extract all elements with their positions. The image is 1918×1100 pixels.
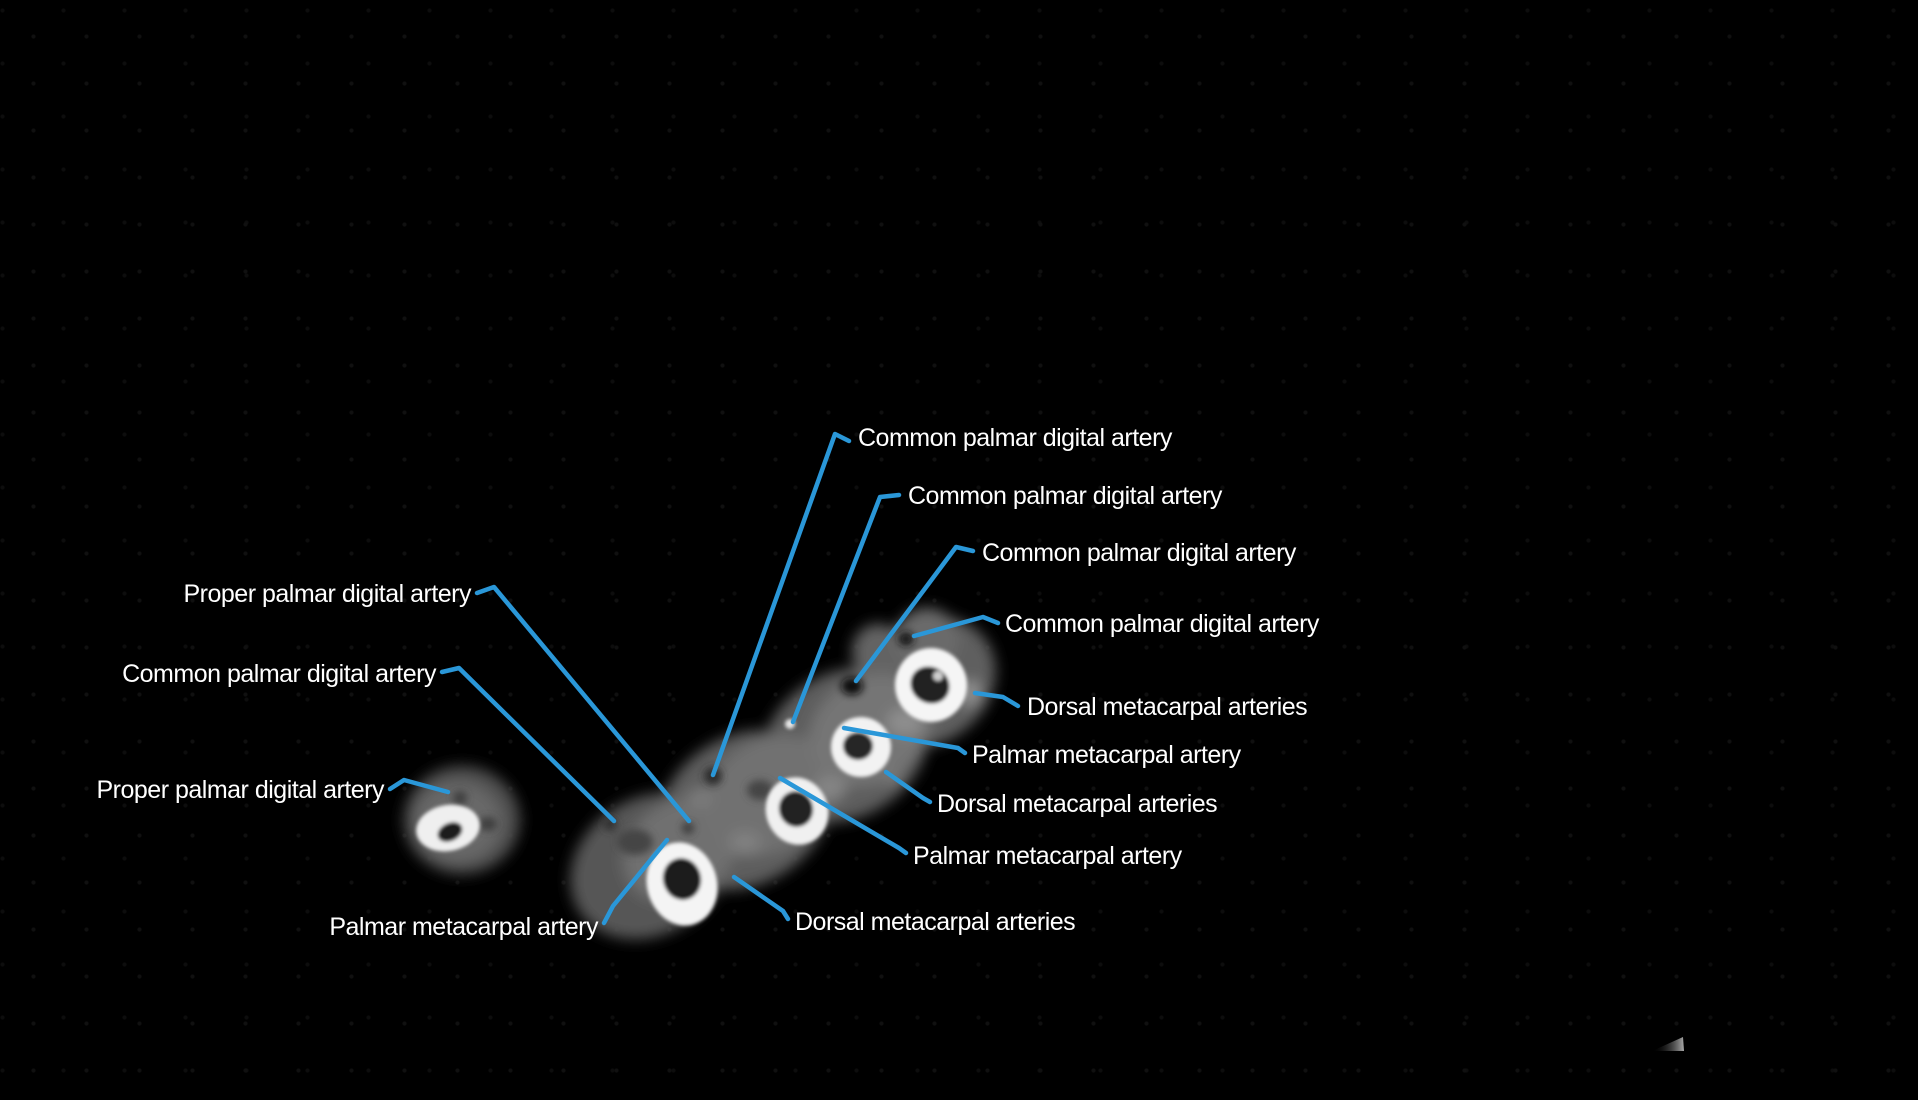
anatomy-label: Dorsal metacarpal arteries <box>937 790 1218 818</box>
leader-line <box>439 665 617 824</box>
anatomy-label: Proper palmar digital artery <box>183 580 471 608</box>
metacarpal-ring-2 <box>765 777 829 845</box>
leader-line <box>841 725 968 756</box>
leader-line <box>790 492 902 725</box>
anatomy-label: Common palmar digital artery <box>982 539 1296 567</box>
thumb-metacarpal-ring <box>416 804 480 852</box>
anatomy-label: Common palmar digital artery <box>858 424 1172 452</box>
metacarpal-bones <box>416 648 967 926</box>
vessel-spots <box>453 632 914 855</box>
metacarpal-ring-4 <box>895 648 967 722</box>
anatomy-label: Dorsal metacarpal arteries <box>795 908 1076 936</box>
leader-line <box>710 431 852 778</box>
leader-line <box>474 584 692 824</box>
anatomy-label: Palmar metacarpal artery <box>913 842 1182 870</box>
metacarpal-ring-1 <box>646 842 718 926</box>
anatomy-label: Common palmar digital artery <box>122 660 436 688</box>
anatomy-label: Proper palmar digital artery <box>96 776 384 804</box>
leader-line <box>972 690 1021 709</box>
anatomy-label: Common palmar digital artery <box>1005 610 1319 638</box>
anatomy-label: Common palmar digital artery <box>908 482 1222 510</box>
leader-line <box>777 775 909 856</box>
leader-line <box>883 769 933 805</box>
leader-line <box>601 837 670 926</box>
anatomy-label: Palmar metacarpal artery <box>329 913 598 941</box>
corner-artifact <box>1652 1037 1684 1051</box>
leader-line <box>853 544 976 684</box>
leader-line <box>911 614 1001 639</box>
leader-line <box>731 874 791 922</box>
anatomy-label: Palmar metacarpal artery <box>972 741 1241 769</box>
leader-line <box>387 777 451 795</box>
anatomy-label: Dorsal metacarpal arteries <box>1027 693 1308 721</box>
